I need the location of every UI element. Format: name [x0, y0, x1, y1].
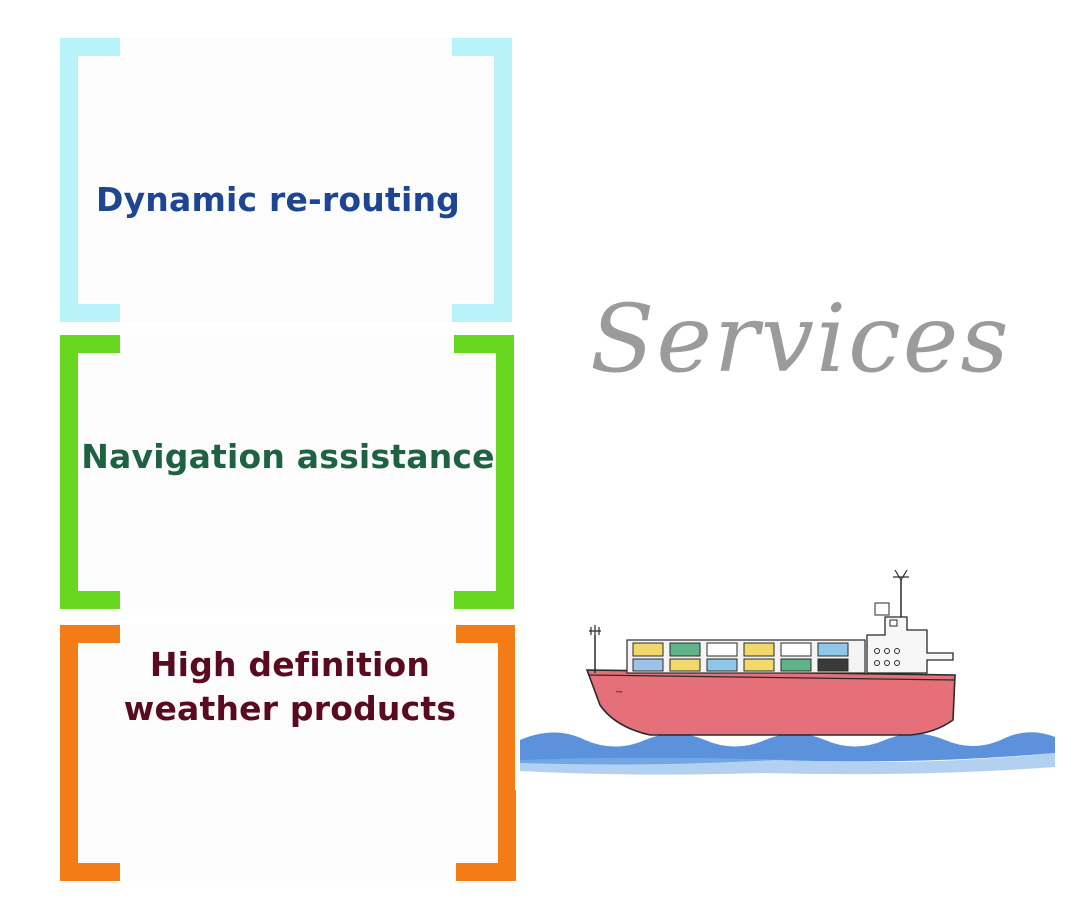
ship-hull: [585, 669, 956, 736]
bracket-left-1: [60, 38, 120, 322]
hull-marking: ~: [615, 687, 623, 698]
bridge-mast-antenna: [893, 569, 909, 582]
container: [706, 658, 738, 672]
service-label-weather-products: High definition weather products: [123, 645, 457, 728]
container: [743, 658, 775, 672]
porthole: [884, 648, 890, 654]
bracket-right-2: [454, 335, 514, 609]
service-panel-navigation-assistance: Navigation assistance: [60, 335, 514, 609]
water: [520, 732, 1055, 765]
porthole: [874, 648, 880, 654]
cargo-ship-illustration: ~: [515, 555, 1060, 790]
container: [817, 642, 849, 657]
porthole: [874, 660, 880, 666]
service-panel-dynamic-rerouting: Dynamic re-routing: [60, 38, 512, 322]
container: [817, 658, 849, 672]
bridge-window: [889, 619, 898, 627]
bracket-left-2: [60, 335, 120, 609]
container: [706, 642, 738, 657]
container: [743, 642, 775, 657]
porthole: [894, 660, 900, 666]
container: [632, 658, 664, 672]
bracket-right-3: [456, 625, 516, 881]
service-label-dynamic-rerouting: Dynamic re-routing: [95, 180, 460, 219]
bracket-left-3: [60, 625, 120, 881]
service-panel-weather-products: High definition weather products: [60, 625, 516, 881]
porthole: [894, 648, 900, 654]
funnel: [874, 602, 890, 616]
container: [669, 658, 701, 672]
bow-mast-top: [589, 625, 601, 635]
services-title: Services: [590, 285, 1011, 394]
container: [780, 658, 812, 672]
ship-bridge: [866, 616, 954, 674]
bracket-right-1: [452, 38, 512, 322]
water-light: [520, 753, 1055, 775]
porthole: [884, 660, 890, 666]
hull-deck-line: [588, 674, 956, 681]
service-label-navigation-assistance: Navigation assistance: [81, 437, 495, 476]
container: [780, 642, 812, 657]
container: [669, 642, 701, 657]
container: [632, 642, 664, 657]
